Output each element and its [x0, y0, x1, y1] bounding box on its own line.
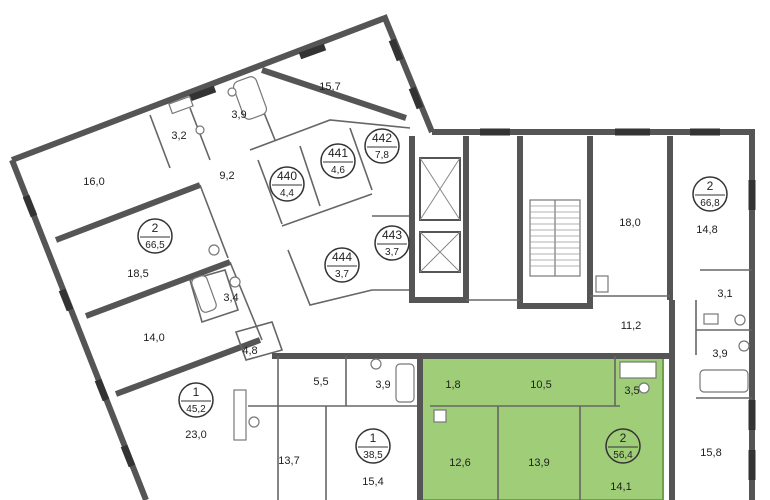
badge-number: 2	[707, 179, 714, 193]
badge-number: 2	[152, 221, 159, 235]
room-area-32: 3,2	[171, 130, 186, 142]
room-area-140: 14,0	[143, 332, 164, 344]
windows-straight	[480, 128, 756, 480]
room-area-35: 3,5	[624, 385, 639, 397]
apartment-badge-2-right[interactable]: 2 66,8	[692, 176, 728, 212]
badge-area: 38,5	[363, 450, 383, 461]
room-area-39-c: 3,9	[712, 348, 727, 360]
badge-area: 66,5	[145, 240, 165, 251]
room-area-48: 4,8	[242, 345, 257, 357]
apartment-badge-444[interactable]: 444 3,7	[324, 247, 360, 283]
room-labels: 15,7 3,9 3,2 16,0 9,2 18,5 3,4 14,0 4,8 …	[83, 81, 732, 493]
badge-area: 56,4	[613, 450, 633, 461]
room-area-154: 15,4	[362, 476, 383, 488]
room-area-157: 15,7	[319, 81, 340, 93]
room-area-230: 23,0	[185, 429, 206, 441]
badge-number: 441	[328, 146, 348, 160]
badge-area: 45,2	[186, 404, 206, 415]
apartment-badge-441[interactable]: 441 4,6	[320, 143, 356, 179]
room-area-180: 18,0	[619, 217, 640, 229]
apartment-badge-440[interactable]: 440 4,4	[269, 166, 305, 202]
apartment-badge-1-bottom[interactable]: 1 38,5	[355, 428, 391, 464]
badge-number: 1	[370, 431, 377, 445]
badge-area: 3,7	[335, 269, 349, 280]
badge-area: 4,6	[331, 165, 345, 176]
room-area-139: 13,9	[528, 457, 549, 469]
apartment-badge-443[interactable]: 443 3,7	[374, 225, 410, 261]
room-area-137: 13,7	[278, 455, 299, 467]
badge-number: 440	[277, 169, 297, 183]
room-area-141: 14,1	[610, 481, 631, 493]
room-area-39-b: 3,9	[375, 379, 390, 391]
apartment-badges: 440 4,4 441 4,6 442 7,8 443 3,7 444 3,7	[137, 128, 728, 464]
staircase	[529, 199, 581, 277]
windows-rotated	[22, 38, 424, 468]
room-area-105: 10,5	[530, 379, 551, 391]
badge-area: 7,8	[375, 150, 389, 161]
badge-number: 443	[382, 228, 402, 242]
badge-number: 442	[372, 131, 392, 145]
badge-number: 444	[332, 250, 352, 264]
straight-wing	[233, 128, 756, 500]
room-area-158: 15,8	[700, 447, 721, 459]
badge-area: 66,8	[700, 198, 720, 209]
room-area-18: 1,8	[445, 379, 460, 391]
apartment-badge-1-left[interactable]: 1 45,2	[178, 382, 214, 418]
room-area-39-a: 3,9	[231, 109, 246, 121]
room-area-31: 3,1	[717, 288, 732, 300]
apartment-badge-2-selected[interactable]: 2 56,4	[605, 428, 641, 464]
badge-area: 3,7	[385, 247, 399, 258]
rotated-wing	[9, 14, 435, 500]
room-area-185: 18,5	[127, 268, 148, 280]
badge-number: 1	[193, 385, 200, 399]
badge-number: 2	[620, 431, 627, 445]
room-area-112: 11,2	[621, 320, 642, 332]
room-area-126: 12,6	[449, 457, 470, 469]
room-area-160: 16,0	[83, 176, 104, 188]
room-area-92: 9,2	[219, 170, 234, 182]
room-area-148: 14,8	[696, 224, 717, 236]
apartment-badge-442[interactable]: 442 7,8	[364, 128, 400, 164]
room-area-55: 5,5	[313, 376, 328, 388]
apartment-badge-2-left[interactable]: 2 66,5	[137, 218, 173, 254]
badge-area: 4,4	[280, 188, 294, 199]
room-area-34: 3,4	[223, 292, 238, 304]
